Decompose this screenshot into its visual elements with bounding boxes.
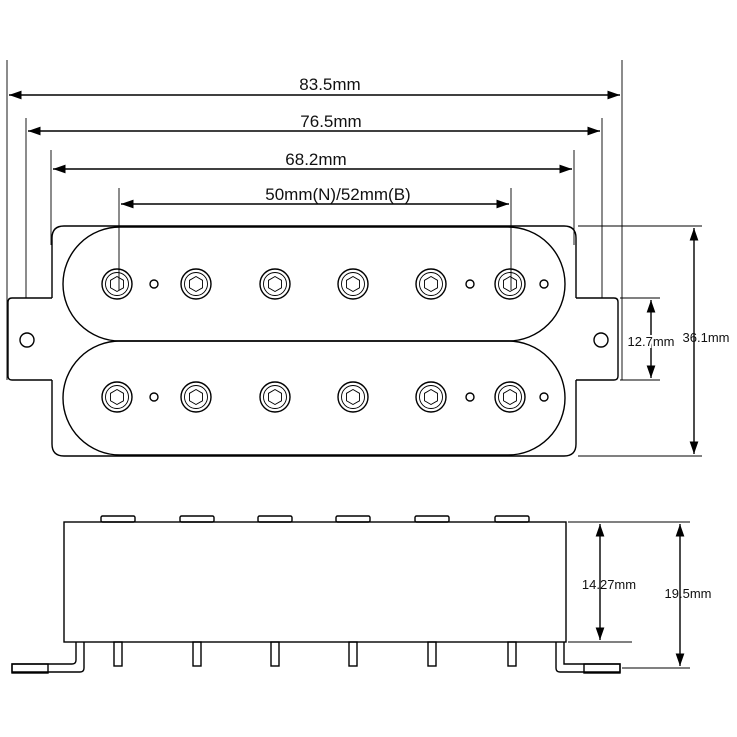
pin-side bbox=[427, 641, 437, 667]
baseplate-top-edge bbox=[51, 225, 577, 298]
hex-pole-screw-icon bbox=[337, 381, 369, 413]
dimension-cover-length: 68.2mm bbox=[50, 150, 575, 245]
screw-head-side bbox=[257, 515, 293, 523]
dimension-leg-width: 12.7mm bbox=[620, 297, 676, 381]
body-depth-label: 14.27mm bbox=[582, 577, 636, 592]
pole-screw-heads-side bbox=[100, 515, 530, 523]
small-hole-icon bbox=[465, 279, 475, 289]
dimension-height: 36.1mm bbox=[578, 225, 730, 457]
screw-head-side bbox=[494, 515, 530, 523]
right-mounting-hole bbox=[593, 332, 609, 348]
pin-side bbox=[507, 641, 517, 667]
hex-pole-screw-icon bbox=[494, 268, 526, 300]
small-hole-icon bbox=[149, 279, 159, 289]
humbucker-top-view bbox=[7, 225, 619, 457]
hex-pole-screw-icon bbox=[337, 268, 369, 300]
hex-pole-screw-icon bbox=[259, 268, 291, 300]
pin-side bbox=[270, 641, 280, 667]
right-foot bbox=[555, 642, 621, 673]
side-pins bbox=[113, 641, 517, 667]
small-hole-icon bbox=[539, 392, 549, 402]
overall-length-label: 83.5mm bbox=[299, 75, 360, 94]
mount-span-label: 76.5mm bbox=[300, 112, 361, 131]
hex-pole-screw-icon bbox=[259, 381, 291, 413]
pole-pieces-lower bbox=[101, 381, 549, 413]
left-foot-pad bbox=[11, 663, 49, 674]
right-mounting-leg bbox=[576, 297, 619, 381]
small-hole-icon bbox=[149, 392, 159, 402]
pin-side bbox=[348, 641, 358, 667]
dimension-pole-spacing: 50mm(N)/52mm(B) bbox=[118, 185, 512, 290]
hex-pole-screw-icon bbox=[180, 268, 212, 300]
total-depth-label: 19.5mm bbox=[665, 586, 712, 601]
hex-pole-screw-icon bbox=[494, 381, 526, 413]
hex-pole-screw-icon bbox=[101, 381, 133, 413]
hex-pole-screw-icon bbox=[101, 268, 133, 300]
left-mounting-leg bbox=[7, 297, 52, 381]
screw-head-side bbox=[335, 515, 371, 523]
leg-width-label: 12.7mm bbox=[628, 334, 675, 349]
small-hole-icon bbox=[539, 279, 549, 289]
left-mounting-hole bbox=[19, 332, 35, 348]
height-label: 36.1mm bbox=[683, 330, 730, 345]
dimension-body-depth: 14.27mm bbox=[568, 521, 690, 643]
bridge-coil-bobbin bbox=[62, 340, 566, 456]
hex-pole-screw-icon bbox=[415, 381, 447, 413]
hex-pole-screw-icon bbox=[415, 268, 447, 300]
dimension-total-depth: 19.5mm bbox=[622, 524, 712, 669]
humbucker-side-view bbox=[11, 515, 621, 674]
baseplate-bottom-edge bbox=[51, 380, 577, 457]
neck-coil-bobbin bbox=[62, 226, 566, 342]
screw-head-side bbox=[179, 515, 215, 523]
pole-pieces-upper bbox=[101, 268, 549, 300]
dimension-overall-length: 83.5mm bbox=[6, 60, 623, 380]
cover-length-label: 68.2mm bbox=[285, 150, 346, 169]
screw-head-side bbox=[414, 515, 450, 523]
side-body bbox=[63, 521, 567, 643]
right-foot-pad bbox=[583, 663, 621, 674]
small-hole-icon bbox=[465, 392, 475, 402]
pin-side bbox=[192, 641, 202, 667]
pole-spacing-label: 50mm(N)/52mm(B) bbox=[265, 185, 410, 204]
pin-side bbox=[113, 641, 123, 667]
hex-pole-screw-icon bbox=[180, 381, 212, 413]
dimension-mount-span: 76.5mm bbox=[25, 112, 603, 298]
screw-head-side bbox=[100, 515, 136, 523]
